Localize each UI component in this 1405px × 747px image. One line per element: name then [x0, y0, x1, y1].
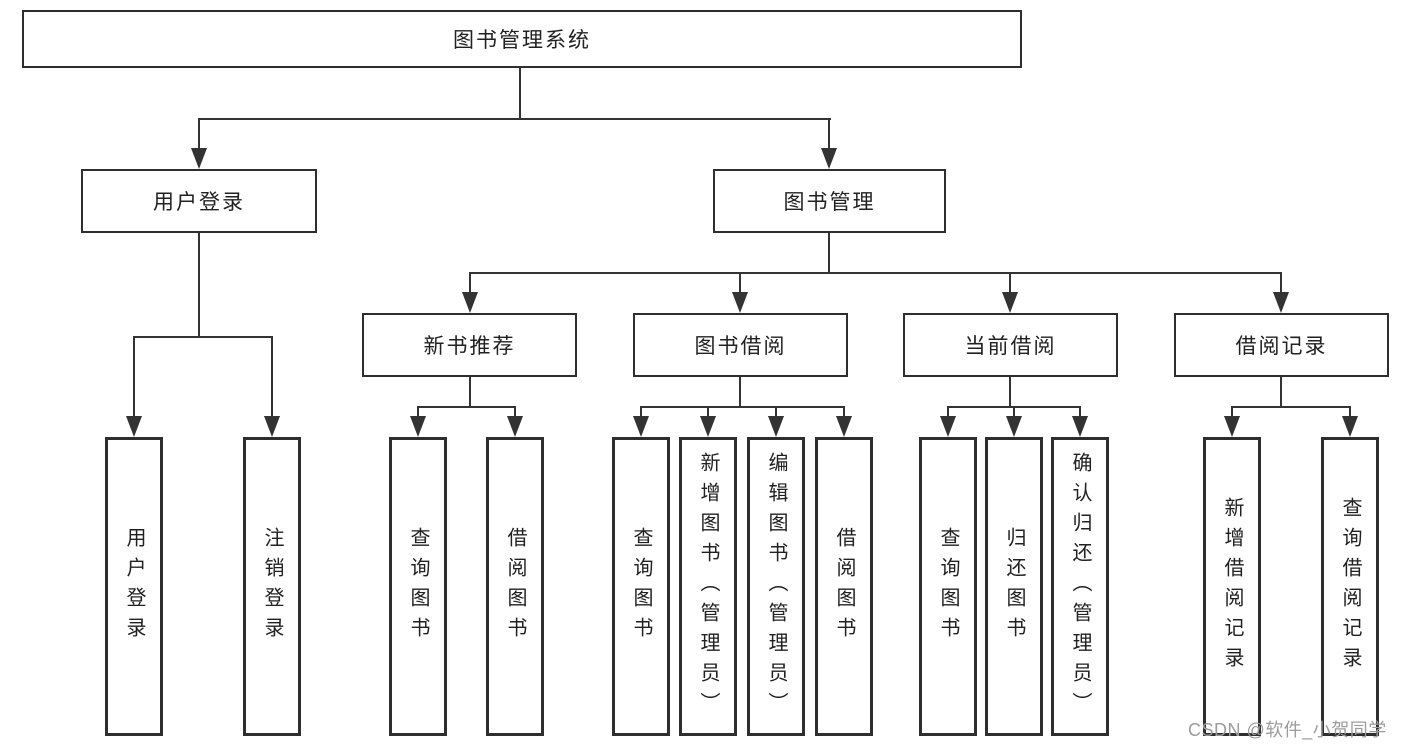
leaf-label: 借阅图书 — [504, 526, 526, 647]
connector-line — [198, 118, 831, 120]
leaf-query-borrow-record: 查询借阅记录 — [1321, 437, 1379, 736]
connector-line — [707, 406, 709, 418]
arrow-down-icon — [821, 148, 837, 169]
node-label: 借阅记录 — [1235, 335, 1328, 358]
arrow-down-icon — [264, 416, 280, 437]
arrow-down-icon — [940, 416, 956, 437]
connector-line — [739, 377, 741, 407]
arrow-down-icon — [507, 416, 523, 437]
node-label: 新书推荐 — [423, 335, 516, 358]
connector-line — [133, 336, 135, 418]
leaf-label: 查询图书 — [937, 526, 959, 647]
connector-line — [198, 118, 200, 150]
arrow-down-icon — [191, 148, 207, 169]
connector-line — [828, 233, 830, 274]
node-label: 图书管理系统 — [453, 29, 591, 52]
node-user-login: 用户登录 — [81, 169, 317, 233]
arrow-down-icon — [1273, 292, 1289, 313]
node-label: 图书借阅 — [694, 335, 787, 358]
arrow-down-icon — [1006, 416, 1022, 437]
leaf-user-login: 用户登录 — [105, 437, 163, 736]
node-current-borrow: 当前借阅 — [903, 313, 1118, 377]
connector-line — [469, 272, 1282, 274]
connector-line — [739, 272, 741, 294]
leaf-borrow-book-recommend: 借阅图书 — [486, 437, 544, 736]
arrow-down-icon — [1072, 416, 1088, 437]
connector-line — [271, 336, 273, 418]
csdn-watermark: CSDN @软件_小贺同学 — [1188, 720, 1387, 740]
arrow-down-icon — [462, 292, 478, 313]
node-new-book-recommend: 新书推荐 — [362, 313, 577, 377]
arrow-down-icon — [126, 416, 142, 437]
arrow-down-icon — [836, 416, 852, 437]
arrow-down-icon — [700, 416, 716, 437]
node-label: 用户登录 — [153, 191, 245, 214]
connector-line — [947, 406, 949, 418]
arrow-down-icon — [732, 292, 748, 313]
connector-line — [1280, 377, 1282, 407]
leaf-label: 查询图书 — [630, 526, 652, 647]
leaf-borrow-book: 借阅图书 — [815, 437, 873, 736]
node-borrow-record: 借阅记录 — [1174, 313, 1389, 377]
connector-line — [469, 272, 471, 294]
leaf-logout-login: 注销登录 — [243, 437, 301, 736]
node-library-management-system: 图书管理系统 — [22, 10, 1022, 68]
arrow-down-icon — [410, 416, 426, 437]
leaf-label: 查询图书 — [407, 526, 429, 647]
leaf-query-book-recommend: 查询图书 — [389, 437, 447, 736]
arrow-down-icon — [1342, 416, 1358, 437]
connector-line — [640, 406, 642, 418]
arrow-down-icon — [1002, 292, 1018, 313]
leaf-label: 注销登录 — [261, 526, 283, 647]
leaf-label: 编辑图书（管理员） — [765, 451, 787, 722]
arrow-down-icon — [1224, 416, 1240, 437]
connector-line — [469, 377, 471, 407]
connector-line — [198, 233, 200, 337]
connector-line — [1231, 406, 1233, 418]
connector-line — [775, 406, 777, 418]
connector-line — [1280, 272, 1282, 294]
connector-line — [843, 406, 845, 418]
connector-line — [1009, 272, 1011, 294]
connector-line — [417, 406, 516, 408]
node-book-borrow: 图书借阅 — [633, 313, 848, 377]
node-label: 图书管理 — [783, 191, 876, 214]
connector-line — [1231, 406, 1351, 408]
leaf-label: 借阅图书 — [833, 526, 855, 647]
leaf-query-book-current: 查询图书 — [919, 437, 977, 736]
leaf-label: 确认归还（管理员） — [1069, 451, 1091, 722]
connector-line — [417, 406, 419, 418]
leaf-confirm-return-admin: 确认归还（管理员） — [1051, 437, 1109, 736]
leaf-label: 新增借阅记录 — [1221, 496, 1243, 677]
connector-line — [828, 118, 830, 150]
connector-line — [1349, 406, 1351, 418]
arrow-down-icon — [768, 416, 784, 437]
leaf-add-book-admin: 新增图书（管理员） — [679, 437, 737, 736]
connector-line — [1013, 406, 1015, 418]
leaf-label: 新增图书（管理员） — [697, 451, 719, 722]
node-book-management: 图书管理 — [713, 169, 946, 233]
connector-line — [1079, 406, 1081, 418]
connector-line — [133, 336, 273, 338]
leaf-label: 归还图书 — [1003, 526, 1025, 647]
leaf-query-book-borrow: 查询图书 — [612, 437, 670, 736]
connector-line — [1009, 377, 1011, 407]
arrow-down-icon — [633, 416, 649, 437]
connector-line — [640, 406, 845, 408]
leaf-return-book: 归还图书 — [985, 437, 1043, 736]
leaf-add-borrow-record: 新增借阅记录 — [1203, 437, 1261, 736]
connector-line — [514, 406, 516, 418]
leaf-label: 查询借阅记录 — [1339, 496, 1361, 677]
leaf-label: 用户登录 — [123, 526, 145, 647]
node-label: 当前借阅 — [964, 335, 1057, 358]
leaf-edit-book-admin: 编辑图书（管理员） — [747, 437, 805, 736]
connector-line — [519, 68, 521, 120]
